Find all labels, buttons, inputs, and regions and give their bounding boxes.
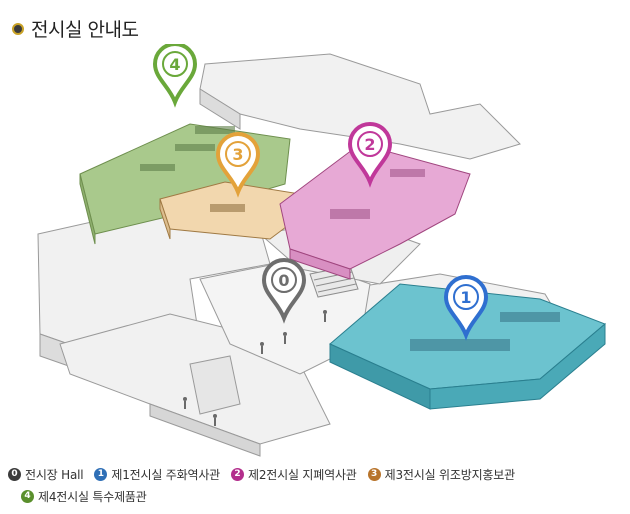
marker-room4[interactable]: 4 xyxy=(152,44,198,108)
visitor-figures xyxy=(183,310,327,426)
marker-room4-label: 4 xyxy=(169,55,180,74)
number-3-icon: 3 xyxy=(367,467,381,481)
number-2-icon: 2 xyxy=(231,467,245,481)
legend-label-room2: 제2전시실 지폐역사관 xyxy=(248,467,357,482)
number-4-icon: 4 xyxy=(21,489,34,503)
legend-item-room4[interactable]: 4 제4전시실 특수제품관 xyxy=(21,488,147,505)
legend: 0 전시장 Hall 1 제1전시실 주화역사관 2 제2전시실 지폐역사관 3… xyxy=(8,463,623,507)
marker-room2-label: 2 xyxy=(364,135,375,154)
legend-item-room2[interactable]: 2 제2전시실 지폐역사관 xyxy=(231,466,357,483)
number-1-icon: 1 xyxy=(94,467,108,481)
marker-hall-label: 0 xyxy=(278,271,289,290)
marker-room3-label: 3 xyxy=(232,145,243,164)
marker-room1[interactable]: 1 xyxy=(443,275,489,341)
building-top-wall xyxy=(199,88,241,130)
legend-item-room1[interactable]: 1 제1전시실 주화역사관 xyxy=(94,466,220,483)
building-lower-wall xyxy=(149,403,261,457)
legend-label-room3: 제3전시실 위조방지홍보관 xyxy=(384,467,515,482)
legend-label-hall: 전시장 Hall xyxy=(25,467,84,482)
legend-line-2: 4 제4전시실 특수제품관 xyxy=(8,485,623,507)
number-0-icon: 0 xyxy=(8,467,21,481)
legend-label-room4: 제4전시실 특수제품관 xyxy=(38,489,147,504)
legend-line-1: 0 전시장 Hall 1 제1전시실 주화역사관 2 제2전시실 지폐역사관 3… xyxy=(8,463,623,485)
marker-room1-label: 1 xyxy=(460,288,471,307)
floor-map: 4 3 2 0 1 xyxy=(37,44,606,457)
legend-label-room1: 제1전시실 주화역사관 xyxy=(111,467,221,482)
legend-item-room3[interactable]: 3 제3전시실 위조방지홍보관 xyxy=(367,466,515,483)
title-bullet-icon xyxy=(12,22,24,35)
legend-item-hall[interactable]: 0 전시장 Hall xyxy=(8,466,84,483)
marker-hall[interactable]: 0 xyxy=(261,258,307,324)
page-title: 전시실 안내도 xyxy=(31,18,139,41)
elevator-block xyxy=(189,355,241,415)
marker-room2[interactable]: 2 xyxy=(347,122,393,188)
title-row: 전시실 안내도 xyxy=(12,15,139,41)
marker-room3[interactable]: 3 xyxy=(215,132,261,198)
